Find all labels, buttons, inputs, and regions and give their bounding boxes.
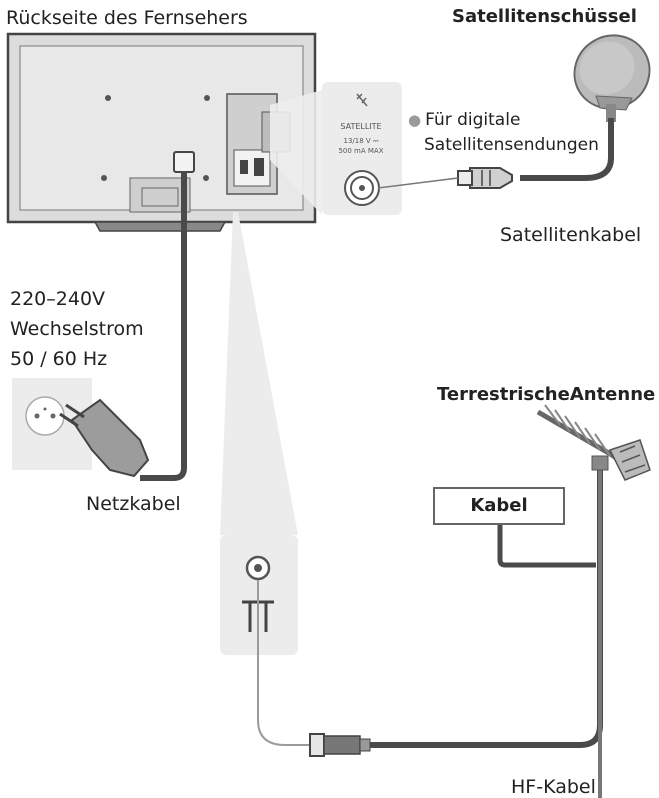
screw-icon xyxy=(204,95,210,101)
satellite-note-line1: Für digitale xyxy=(425,110,521,130)
power-voltage: 220–240V xyxy=(10,288,106,310)
satellite-cable-label: Satellitenkabel xyxy=(500,224,642,246)
satellite-port-current: 500 mA MAX xyxy=(338,147,384,155)
satellite-port-panel xyxy=(322,82,402,215)
satellite-plug-icon xyxy=(457,167,513,189)
cable-box-label: Kabel xyxy=(433,487,565,525)
satellite-note-line2: Satellitensendungen xyxy=(424,135,599,155)
power-type: Wechselstrom xyxy=(10,318,144,340)
terrestrial-antenna-label: TerrestrischeAntenne xyxy=(437,384,656,405)
satellite-dish-icon xyxy=(573,34,651,122)
bullet-icon: ● xyxy=(408,111,422,129)
rf-plug-icon xyxy=(309,733,371,757)
power-plug-icon xyxy=(59,398,150,478)
screw-icon xyxy=(203,175,209,181)
satellite-note: ●Für digitale Satellitensendungen xyxy=(408,108,599,158)
power-spec-label: 220–240V Wechselstrom 50 / 60 Hz xyxy=(10,284,144,374)
screw-icon xyxy=(101,175,107,181)
rf-cable-label: HF-Kabel xyxy=(511,776,596,798)
satellite-port-voltage: 13/18 V ⎓ xyxy=(343,137,379,145)
terrestrial-antenna-icon xyxy=(536,404,651,798)
tv-rear-label: Rückseite des Fernsehers xyxy=(6,7,248,29)
satellite-dish-label: Satellitenschüssel xyxy=(452,6,637,27)
satellite-port-title: SATELLITE xyxy=(340,122,382,131)
mains-cable-label: Netzkabel xyxy=(86,493,181,515)
power-frequency: 50 / 60 Hz xyxy=(10,348,108,370)
tv-rear xyxy=(6,32,317,232)
screw-icon xyxy=(105,95,111,101)
